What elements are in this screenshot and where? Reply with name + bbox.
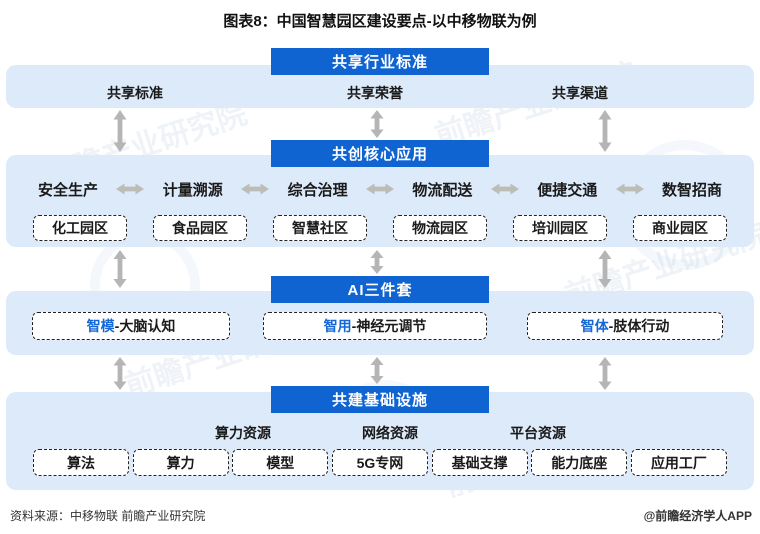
park-box: 商业园区 (633, 215, 727, 241)
double-arrow-vertical-icon (113, 110, 127, 152)
tier4-group-label: 网络资源 (362, 425, 418, 441)
tier2-app-label: 物流配送 (412, 181, 473, 199)
banner-infrastructure: 共建基础设施 (271, 386, 489, 413)
ai-box: 智模-大脑认知 (32, 312, 230, 340)
infra-box: 算法 (33, 449, 129, 476)
park-box: 物流园区 (393, 215, 487, 241)
tier2-band (6, 155, 754, 247)
ai-box-label: 智体-肢体行动 (580, 318, 670, 334)
banner-ai-suite: AI三件套 (271, 276, 489, 303)
tier1-item-label: 共享渠道 (552, 85, 608, 101)
tier1-item-label: 共享标准 (107, 85, 163, 101)
double-arrow-vertical-icon (370, 250, 384, 274)
ai-box-label: 智模-大脑认知 (86, 318, 176, 334)
tier2-app-label: 计量溯源 (162, 181, 223, 199)
page-title: 图表8：中国智慧园区建设要点-以中移物联为例 (223, 13, 537, 30)
tier2-app-label: 便捷交通 (537, 181, 598, 199)
double-arrow-horizontal-icon (241, 183, 270, 195)
infra-box: 能力底座 (531, 449, 628, 476)
double-arrow-horizontal-icon (490, 183, 519, 195)
tier4-group-label: 算力资源 (215, 425, 271, 441)
source-note: 资料来源：中移物联 前瞻产业研究院 (10, 509, 206, 523)
infra-box: 模型 (232, 449, 329, 476)
park-box: 智慧社区 (273, 215, 367, 241)
tier2-parks-row: 化工园区 食品园区 智慧社区 物流园区 培训园区 商业园区 (6, 215, 754, 241)
ai-box-label: 智用-神经元调节 (323, 318, 427, 334)
ai-box: 智用-神经元调节 (263, 312, 487, 340)
double-arrow-vertical-icon (598, 110, 612, 152)
tier4-boxes-row: 算法 算力 模型 5G专网 基础支撑 能力底座 应用工厂 (6, 449, 754, 476)
double-arrow-vertical-icon (370, 110, 384, 138)
tier2-app-label: 数智招商 (661, 181, 722, 199)
credit-note: @前瞻经济学人APP (643, 509, 752, 523)
double-arrow-vertical-icon (598, 250, 612, 288)
tier1-item-label: 共享荣誉 (347, 85, 403, 101)
ai-box: 智体-肢体行动 (527, 312, 723, 340)
banner-core-apps: 共创核心应用 (271, 140, 489, 167)
double-arrow-vertical-icon (113, 357, 127, 390)
infra-box: 应用工厂 (630, 449, 727, 476)
double-arrow-vertical-icon (113, 250, 127, 288)
banner-share-standard: 共享行业标准 (271, 48, 489, 75)
park-box: 化工园区 (33, 215, 127, 241)
tier2-app-label: 安全生产 (38, 181, 99, 199)
double-arrow-vertical-icon (598, 357, 612, 390)
infra-box: 基础支撑 (431, 449, 528, 476)
double-arrow-horizontal-icon (615, 183, 644, 195)
double-arrow-horizontal-icon (116, 183, 145, 195)
infra-box: 5G专网 (331, 449, 428, 476)
double-arrow-horizontal-icon (366, 183, 394, 195)
tier2-apps-row: 安全生产 计量溯源 综合治理 物流配送 便捷交通 数智招商 (6, 176, 754, 202)
park-box: 培训园区 (513, 215, 607, 241)
tier4-group-label: 平台资源 (510, 425, 566, 441)
park-box: 食品园区 (153, 215, 247, 241)
infra-box: 算力 (132, 449, 229, 476)
tier2-app-label: 综合治理 (287, 181, 348, 199)
double-arrow-vertical-icon (370, 357, 384, 384)
